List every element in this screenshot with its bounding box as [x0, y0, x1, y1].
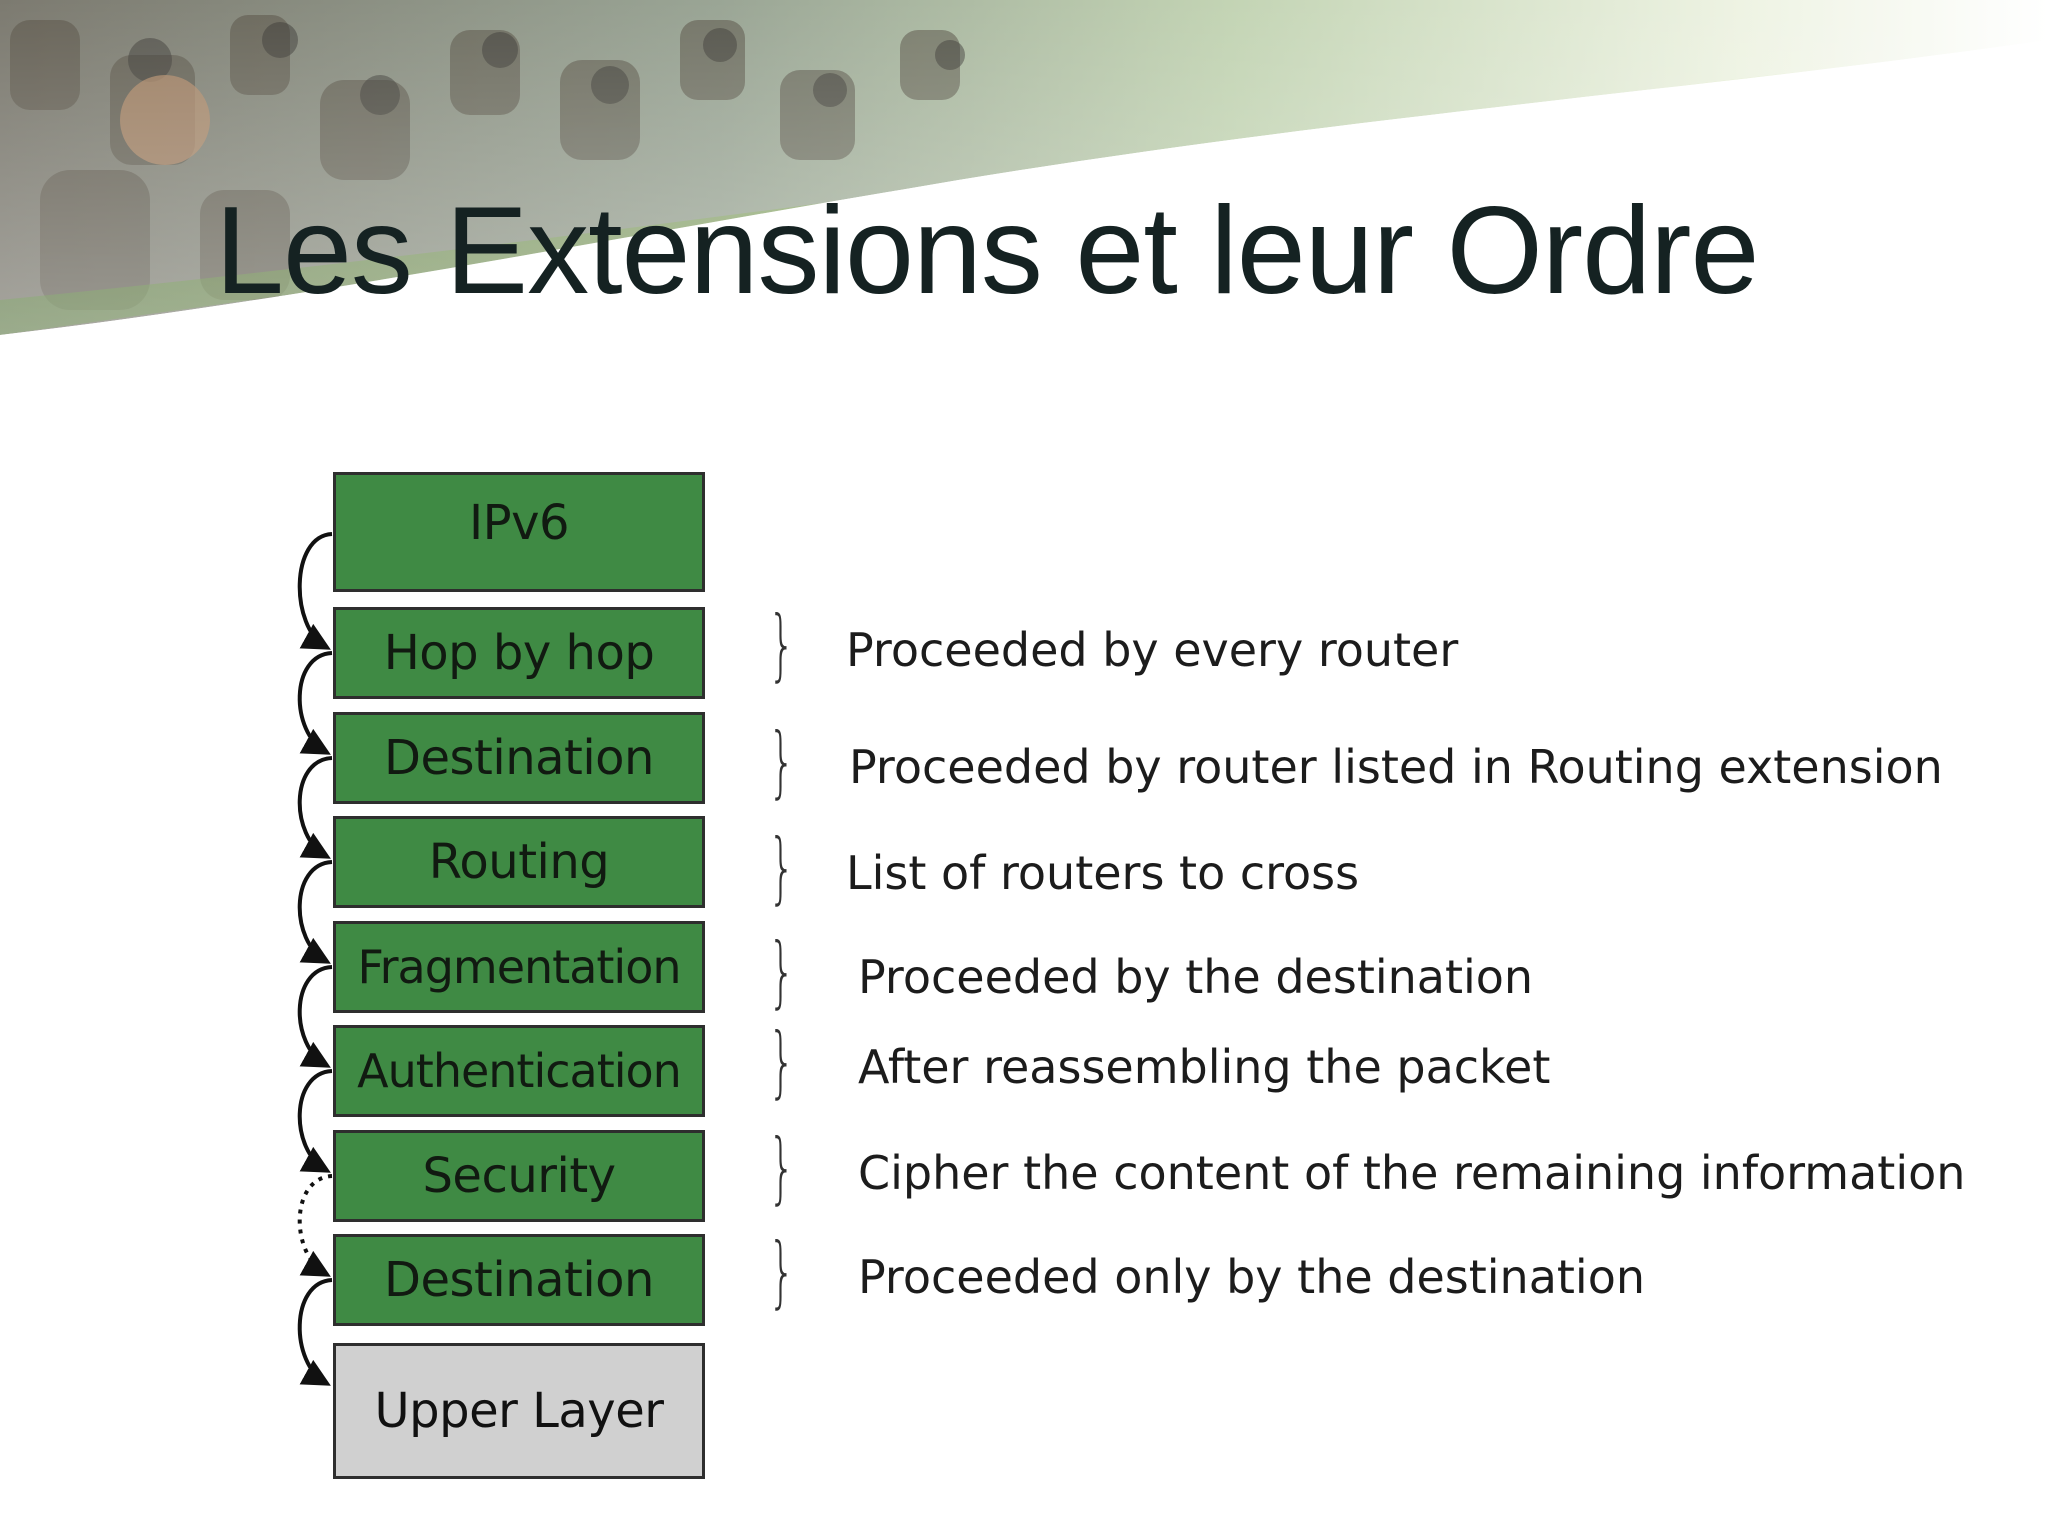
chain-arrow [297, 756, 333, 859]
header-box-security: Security [333, 1130, 705, 1222]
chain-arrow [297, 532, 333, 650]
description-authentication: After reassembling the packet [858, 1040, 1551, 1094]
header-box-ipv6: IPv6 [333, 472, 705, 592]
curly-bracket: } [768, 599, 795, 689]
header-box-routing: Routing [333, 816, 705, 908]
curly-bracket: } [768, 1122, 795, 1212]
slide-title: Les Extensions et leur Ordre [215, 182, 1759, 320]
header-box-label: Fragmentation [357, 940, 681, 994]
header-box-destination: Destination [333, 712, 705, 804]
curly-bracket: } [768, 1226, 795, 1316]
header-box-label: Authentication [357, 1044, 682, 1098]
description-hop-by-hop: Proceeded by every router [846, 623, 1459, 677]
header-box-hop-by-hop: Hop by hop [333, 607, 705, 699]
curly-bracket: } [768, 1016, 795, 1106]
header-box-label: IPv6 [468, 495, 570, 551]
chain-arrow [297, 1174, 333, 1277]
chain-arrow [297, 860, 333, 964]
header-box-fragmentation: Fragmentation [333, 921, 705, 1013]
header-box-label: Routing [428, 834, 610, 890]
header-box-authentication: Authentication [333, 1025, 705, 1117]
header-banner-photo [0, 0, 2048, 360]
header-box-destination-2: Destination [333, 1234, 705, 1326]
chain-arrow [297, 965, 333, 1068]
curly-bracket: } [768, 822, 795, 912]
description-destination: Proceeded by router listed in Routing ex… [849, 740, 1943, 794]
header-box-label: Destination [384, 730, 654, 786]
chain-arrow [297, 651, 333, 755]
description-destination-2: Proceeded only by the destination [858, 1250, 1646, 1304]
curly-bracket: } [768, 716, 795, 806]
header-box-label: Hop by hop [383, 625, 655, 681]
description-routing: List of routers to cross [846, 846, 1360, 900]
chain-arrow [297, 1278, 333, 1386]
curly-bracket: } [768, 926, 795, 1016]
header-box-upper-layer: Upper Layer [333, 1343, 705, 1479]
header-box-label: Upper Layer [374, 1383, 664, 1439]
header-box-label: Security [422, 1148, 616, 1204]
chain-arrow [297, 1069, 333, 1173]
header-box-label: Destination [384, 1252, 654, 1308]
description-security: Cipher the content of the remaining info… [858, 1146, 1966, 1200]
description-fragmentation: Proceeded by the destination [858, 950, 1534, 1004]
